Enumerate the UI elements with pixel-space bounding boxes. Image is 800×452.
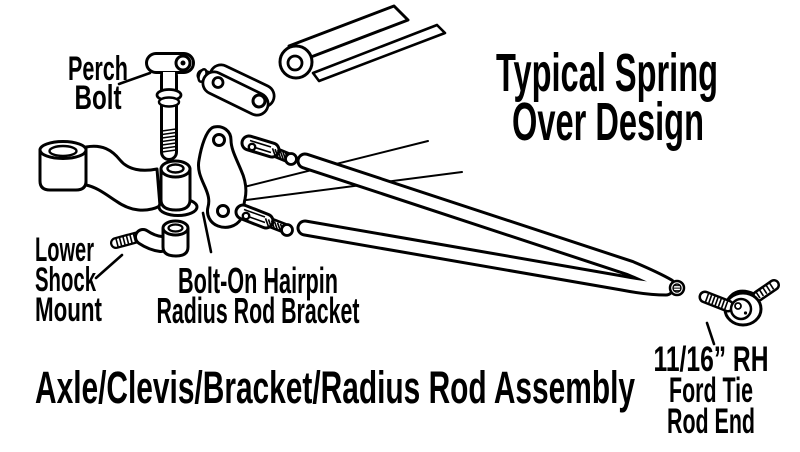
leader-lines <box>94 71 716 346</box>
perch-bolt-drawing <box>145 52 195 161</box>
shackle-drawing <box>196 63 276 117</box>
tie-rod-label-line-1: 11/16” RH <box>654 340 769 379</box>
hairpin-rods-drawing <box>296 152 686 297</box>
tie-rod-leader-line <box>705 321 716 346</box>
upper-clevis-drawing <box>240 134 298 166</box>
perch-bolt-label-line-2: Bolt <box>75 79 122 117</box>
perch-bolt-leader-line <box>117 71 152 86</box>
heading-line-1: Typical Spring <box>496 43 718 103</box>
lower-shock-label-line-1: Lower <box>35 231 94 269</box>
lower-shock-mount-drawing <box>110 219 190 258</box>
bracket-label-line-2: Radius Rod Bracket <box>157 290 360 331</box>
bracket-label-line-1: Bolt-On Hairpin <box>178 260 338 301</box>
lower-clevis-drawing <box>234 203 294 237</box>
bracket-leader-line <box>201 211 213 254</box>
lower-shock-leader-line <box>94 253 124 280</box>
leaf-spring-drawing <box>278 4 447 83</box>
tie-rod-label-line-2: Ford Tie <box>669 371 753 410</box>
tie-rod-end-drawing <box>698 279 780 327</box>
text-layer: Typical Spring Over Design Perch Bolt Lo… <box>35 43 769 441</box>
tie-rod-label-line-3: Rod End <box>667 402 755 441</box>
bracket-plate-drawing <box>197 125 248 229</box>
lower-shock-label-line-2: Shock <box>35 261 96 299</box>
axle-beam-drawing <box>38 140 199 217</box>
assembly-title: Axle/Clevis/Bracket/Radius Rod Assembly <box>35 362 635 413</box>
heading-line-2: Over Design <box>512 92 704 152</box>
lower-shock-label-line-3: Mount <box>35 291 102 329</box>
perch-bolt-label-line-1: Perch <box>68 50 128 88</box>
